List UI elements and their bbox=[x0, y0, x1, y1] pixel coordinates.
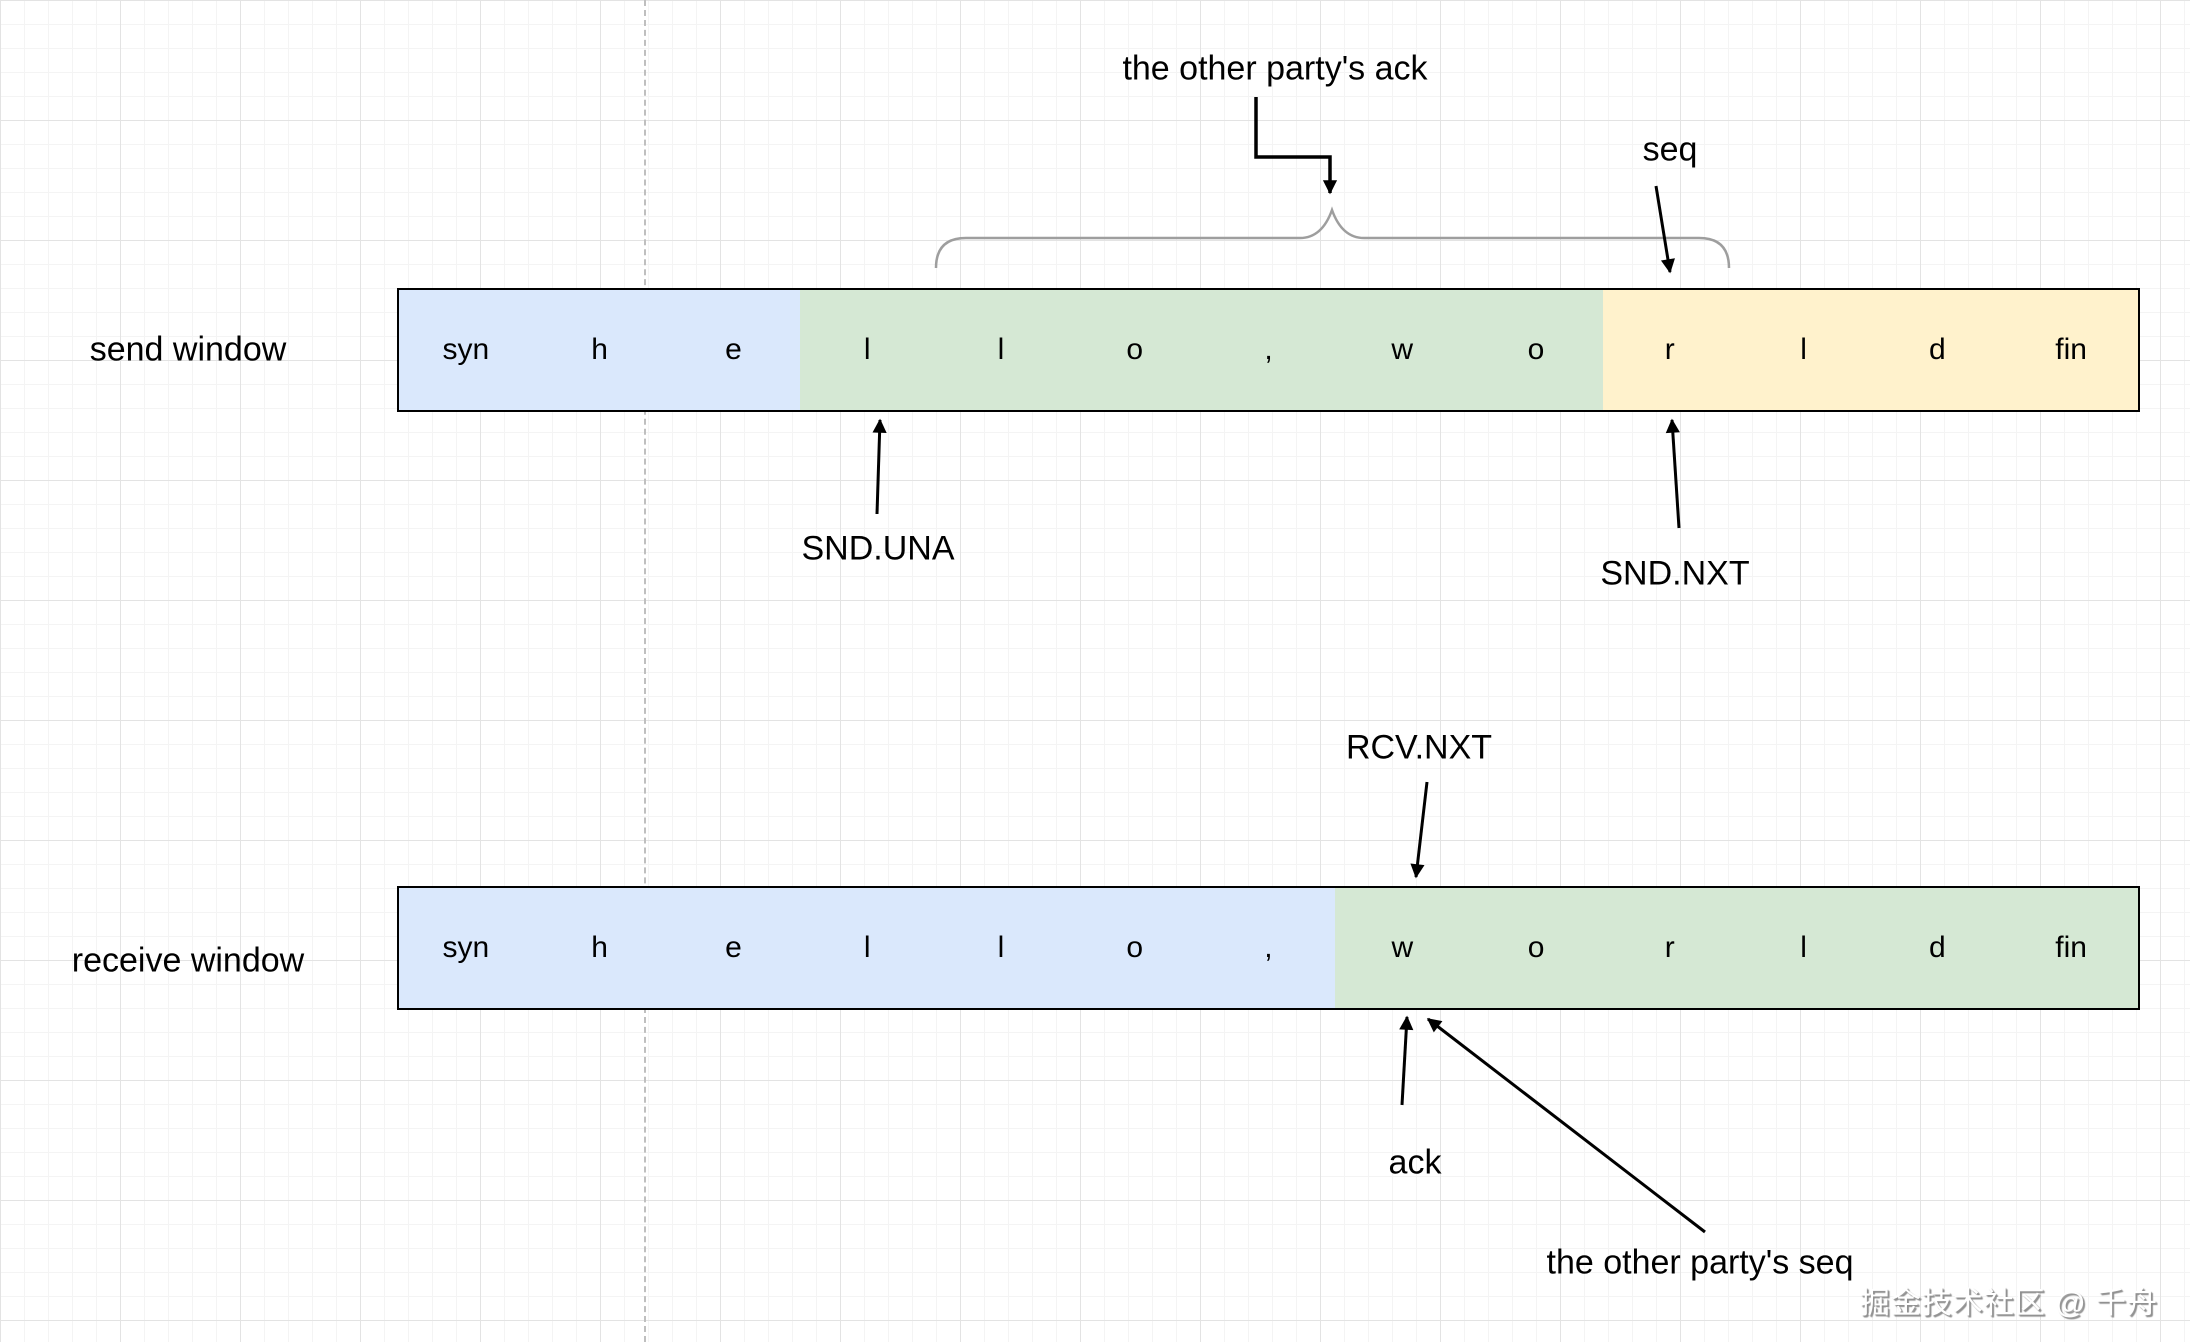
sequence-cell: l bbox=[863, 333, 871, 366]
other-party-seq-arrow bbox=[1426, 1017, 1706, 1234]
watermark: 掘金技术社区 @ 千舟 bbox=[1859, 1287, 2158, 1320]
sequence-cell: l bbox=[1800, 931, 1807, 964]
seq-label: seq bbox=[1642, 130, 1698, 169]
ack-label: ack bbox=[1388, 1143, 1442, 1182]
sequence-cell: , bbox=[1264, 333, 1273, 366]
snd-nxt-label: SND.NXT bbox=[1600, 554, 1750, 593]
snd-una-arrow bbox=[872, 418, 887, 515]
sequence-cell: syn bbox=[442, 931, 490, 964]
sequence-cell: fin bbox=[2055, 333, 2087, 366]
receive-window-label: receive window bbox=[71, 941, 305, 980]
snd-una-label: SND.UNA bbox=[801, 529, 955, 568]
sequence-cell: e bbox=[725, 333, 742, 366]
ack-arrow bbox=[1399, 1015, 1414, 1106]
sequence-cell: l bbox=[997, 333, 1005, 366]
sequence-cell: w bbox=[1391, 333, 1414, 366]
sequence-cell: o bbox=[1527, 931, 1545, 964]
sequence-cell: l bbox=[863, 931, 871, 964]
sequence-cell: o bbox=[1126, 333, 1144, 366]
other-party-ack-arrow bbox=[1254, 97, 1338, 195]
sequence-cell: w bbox=[1391, 931, 1414, 964]
sequence-cell: e bbox=[725, 931, 742, 964]
sequence-cell: r bbox=[1664, 333, 1675, 366]
seq-arrow bbox=[1654, 185, 1675, 274]
segment-received-blue: syn h e l l o, bbox=[399, 888, 1336, 1008]
other-party-seq-label: the other party's seq bbox=[1546, 1243, 1854, 1282]
sequence-cell: l bbox=[997, 931, 1005, 964]
rcv-nxt-label: RCV.NXT bbox=[1345, 728, 1493, 767]
receive-window-bar: syn h e l l o, w o r l d fin bbox=[397, 886, 2140, 1010]
sequence-cell: d bbox=[1928, 333, 1946, 366]
snd-nxt-arrow bbox=[1665, 418, 1681, 529]
send-window-label: send window bbox=[89, 330, 287, 369]
dashed-guide-line bbox=[644, 0, 646, 1342]
sequence-cell: , bbox=[1264, 931, 1273, 964]
sequence-cell: syn bbox=[442, 333, 490, 366]
sequence-cell: o bbox=[1126, 931, 1144, 964]
other-party-ack-label: the other party's ack bbox=[1122, 49, 1428, 88]
sequence-cell: h bbox=[591, 931, 608, 964]
in-flight-brace bbox=[934, 206, 1731, 269]
sequence-cell: o bbox=[1527, 333, 1545, 366]
sequence-cell: d bbox=[1928, 931, 1946, 964]
segment-sent-unacked-green: l l o, w o bbox=[800, 290, 1603, 410]
segment-acked-blue: syn h e bbox=[399, 290, 801, 410]
segment-window-green: w o r l d fin bbox=[1335, 888, 2138, 1008]
sequence-cell: fin bbox=[2055, 931, 2087, 964]
send-window-bar: syn h e l l o, w o r l d fin bbox=[397, 288, 2140, 412]
sequence-cell: h bbox=[591, 333, 608, 366]
sequence-cell: r bbox=[1664, 931, 1675, 964]
segment-usable-yellow: r l d fin bbox=[1602, 290, 2138, 410]
sequence-cell: l bbox=[1800, 333, 1807, 366]
rcv-nxt-arrow bbox=[1410, 781, 1429, 879]
